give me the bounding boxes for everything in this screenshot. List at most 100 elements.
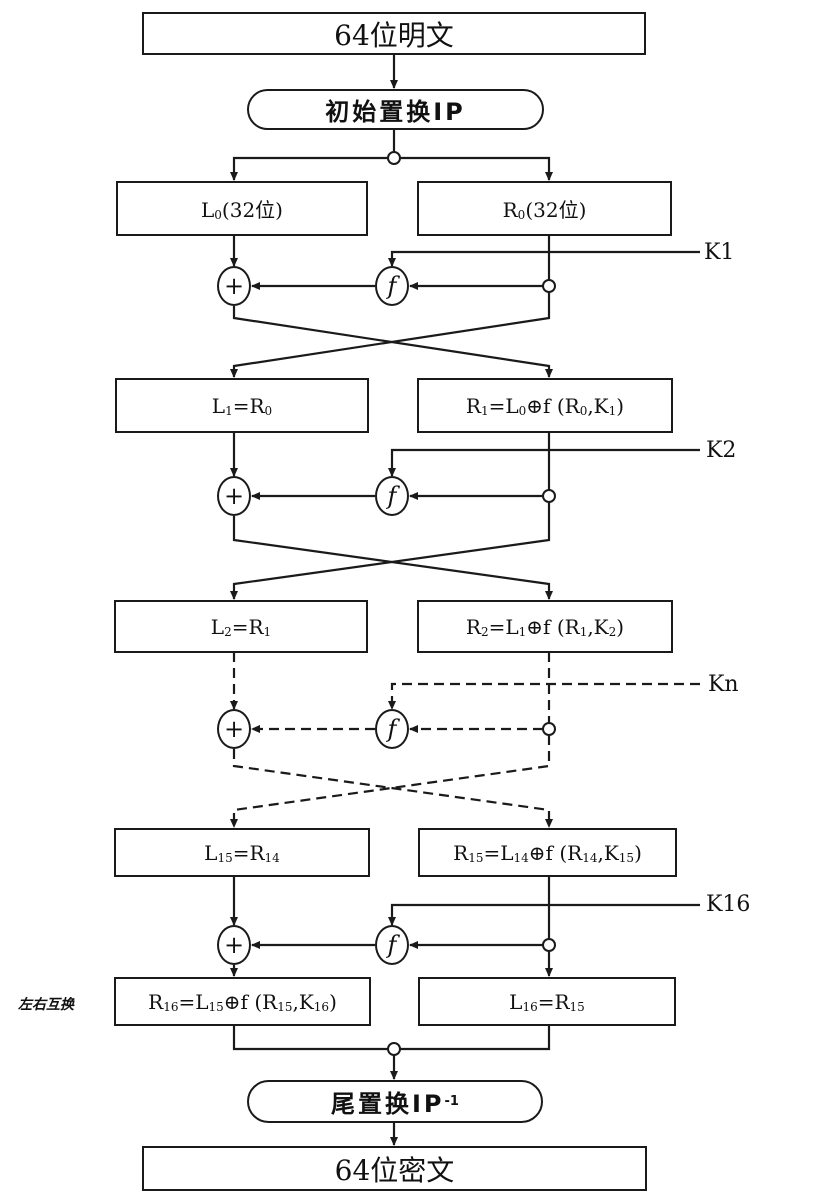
- subscript: 15: [277, 999, 293, 1014]
- l1-label: L1=R0: [212, 394, 272, 418]
- label-text: ): [329, 989, 337, 1014]
- label-text: L: [509, 989, 523, 1014]
- subscript: 16: [163, 999, 179, 1014]
- subscript: 1: [608, 403, 617, 418]
- f-function-1: f: [375, 266, 409, 306]
- subscript: 1: [518, 624, 527, 639]
- subscript: 2: [224, 624, 232, 639]
- arrow-split-right: [400, 156, 553, 181]
- subscript: 1: [263, 624, 272, 639]
- r2-label: R2=L1⊕f (R1,K2): [466, 615, 624, 639]
- plaintext-box: 64位明文: [142, 12, 646, 55]
- cross-left-2: [232, 516, 553, 600]
- r2-box: R2=L1⊕f (R1,K2): [417, 600, 673, 653]
- r0-label: R0(32位): [503, 194, 587, 223]
- initial-permutation: 初始置换IP: [247, 89, 544, 130]
- label-text: =R: [231, 614, 264, 639]
- merge-junction: [387, 1042, 401, 1056]
- label-text: =L: [488, 614, 519, 639]
- key-k1: K1: [704, 240, 735, 265]
- subscript: 15: [217, 850, 233, 865]
- subscript: 15: [569, 999, 585, 1014]
- label-text: ): [616, 393, 625, 418]
- final-permutation-text: 尾置换IP: [331, 1090, 445, 1118]
- xor-operator-1: +: [217, 266, 251, 306]
- label-text: ⊕f (R: [526, 614, 580, 639]
- l0-label: L0(32位): [201, 194, 283, 223]
- label-text: =L: [483, 840, 514, 865]
- subscript: 0: [579, 403, 588, 418]
- arrow-k2-to-f: [388, 448, 700, 477]
- subscript: 14: [582, 850, 598, 865]
- label-text: ): [616, 614, 625, 639]
- label-text: ,K: [292, 989, 314, 1014]
- label-text: L: [201, 198, 215, 222]
- subscript: 0: [264, 403, 273, 418]
- label-text: ,K: [587, 393, 609, 418]
- label-text: (32位): [525, 198, 587, 222]
- subscript: 2: [480, 624, 489, 639]
- cross-left-n: [232, 749, 553, 828]
- label-text: ⊕f (R: [223, 989, 278, 1014]
- r16-label: R16=L15⊕f (R15,K16): [148, 990, 337, 1014]
- l2-box: L2=R1: [114, 600, 368, 653]
- tap-junction-16: [542, 938, 556, 952]
- label-text: L: [211, 393, 226, 418]
- l1-box: L1=R0: [115, 378, 369, 433]
- final-permutation-sup: -1: [444, 1094, 459, 1109]
- r1-box: R1=L0⊕f (R0,K1): [417, 378, 673, 433]
- split-junction: [387, 151, 401, 165]
- label-text: =L: [178, 989, 209, 1014]
- cross-right-1: [230, 292, 551, 378]
- r15-box: R15=L14⊕f (R14,K15): [418, 828, 677, 877]
- subscript: 14: [513, 850, 529, 865]
- r16-box: R16=L15⊕f (R15,K16): [114, 977, 371, 1026]
- label-text: ⊕f (R: [526, 393, 580, 418]
- f-function-16: f: [375, 925, 409, 965]
- subscript: 16: [522, 999, 538, 1014]
- label-text: ,K: [597, 840, 619, 865]
- l16-box: L16=R15: [418, 977, 676, 1026]
- tap-junction-2: [542, 489, 556, 503]
- r0-box: R0(32位): [417, 181, 672, 236]
- subscript: 16: [313, 999, 330, 1014]
- xor-operator-16: +: [217, 925, 251, 965]
- cross-right-n: [230, 735, 551, 828]
- line-merge-left: [232, 1025, 388, 1051]
- subscript: 1: [225, 403, 233, 418]
- subscript: 0: [518, 403, 527, 418]
- arrow-kn-to-f: [388, 682, 700, 710]
- label-text: ): [634, 840, 642, 865]
- subscript: 2: [608, 624, 617, 639]
- subscript: 15: [208, 999, 224, 1014]
- swap-label: 左右互换: [18, 997, 74, 1013]
- key-k16: K16: [706, 892, 751, 917]
- key-k2: K2: [706, 438, 737, 463]
- ciphertext-box: 64位密文: [142, 1146, 647, 1191]
- l16-label: L16=R15: [509, 990, 585, 1014]
- label-text: R: [465, 393, 481, 418]
- arrow-split-left: [230, 156, 388, 181]
- label-text: =L: [488, 393, 519, 418]
- f-function-n: f: [375, 709, 409, 749]
- line-merge-right: [400, 1025, 551, 1051]
- final-permutation: 尾置换IP-1: [247, 1080, 543, 1123]
- subscript: 14: [264, 850, 280, 865]
- label-text: L: [210, 614, 225, 639]
- subscript: 0: [214, 208, 222, 222]
- r1-label: R1=L0⊕f (R0,K1): [466, 394, 624, 418]
- cross-right-2: [230, 502, 551, 600]
- l15-box: L15=R14: [114, 828, 370, 877]
- label-text: =R: [537, 989, 570, 1014]
- label-text: R: [148, 989, 164, 1014]
- l15-label: L15=R14: [204, 841, 280, 865]
- label-text: =R: [232, 393, 265, 418]
- xor-operator-2: +: [217, 476, 251, 516]
- subscript: 1: [579, 624, 588, 639]
- arrow-k16-to-f: [388, 903, 700, 926]
- label-text: ⊕f (R: [528, 840, 583, 865]
- tap-junction-1: [542, 279, 556, 293]
- f-function-2: f: [375, 476, 409, 516]
- subscript: 15: [618, 850, 635, 865]
